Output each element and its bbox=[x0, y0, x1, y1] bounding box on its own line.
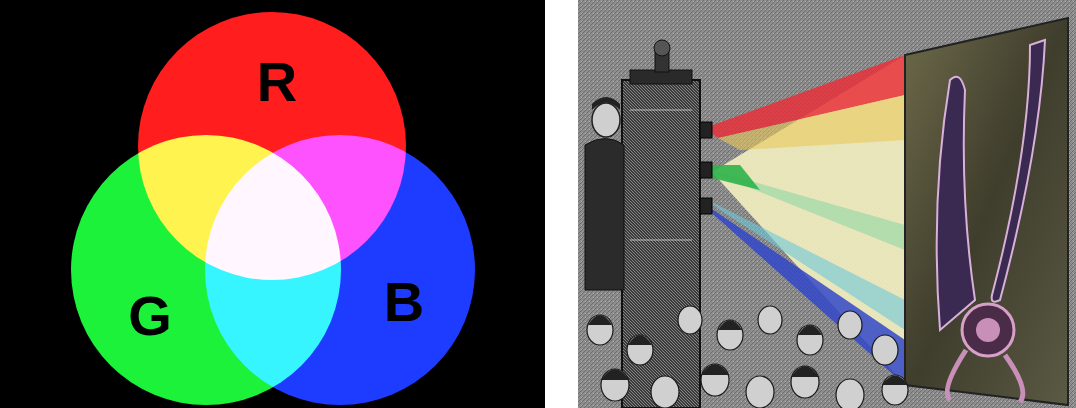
projector-engraving bbox=[578, 0, 1076, 408]
additive-panel: R G B bbox=[0, 0, 545, 408]
channel-letter: B bbox=[384, 274, 424, 330]
circle-outline bbox=[205, 135, 475, 405]
color-circle: B bbox=[205, 135, 475, 405]
channel-letter: R bbox=[257, 54, 297, 110]
channel-letter: G bbox=[128, 288, 172, 344]
projection-illustration bbox=[578, 0, 1076, 408]
